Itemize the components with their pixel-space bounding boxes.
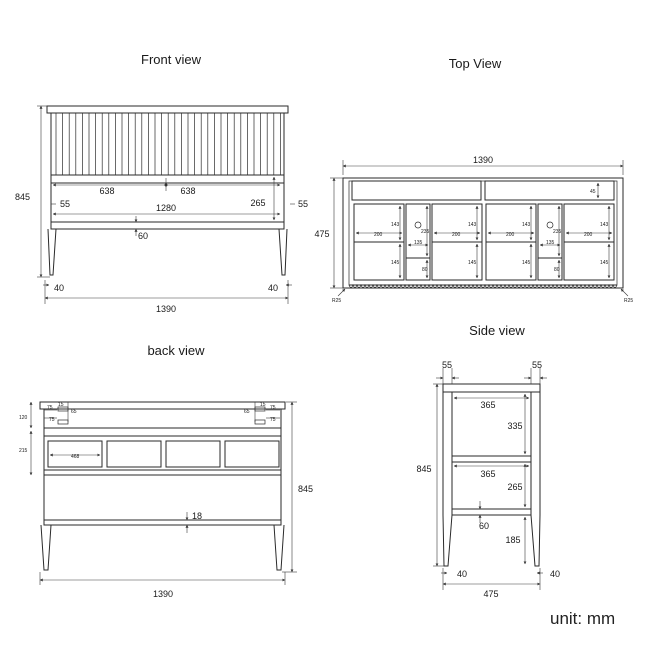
top-mid-h-1: 235: [421, 229, 430, 235]
side-foot-left-label: 40: [457, 569, 467, 579]
side-inner-top-label: 365: [480, 400, 495, 410]
side-h3-label: 185: [505, 535, 520, 545]
back-d65-1: 65: [71, 409, 77, 415]
back-d15-2: 15: [260, 402, 266, 408]
back-height-label: 845: [298, 484, 313, 494]
front-side-left-label: 55: [60, 199, 70, 209]
back-top-offset-label: 120: [19, 415, 28, 421]
front-top-slab: [46, 105, 289, 114]
side-height-label: 845: [416, 464, 431, 474]
front-half-left-label: 638: [99, 186, 114, 196]
back-top-slab: [39, 401, 286, 410]
side-view-title: Side view: [469, 323, 525, 338]
top-h-1: 143: [391, 222, 400, 228]
back-d15-1: 15: [58, 402, 64, 408]
side-h1-label: 335: [507, 421, 522, 431]
top-dim-labels: 200 200 200 200 143 145 143 145 143 145 …: [374, 222, 609, 273]
unit-label: unit: mm: [550, 609, 615, 628]
top-view: Top View 1390 45: [314, 56, 633, 304]
back-left-leg: [40, 524, 52, 571]
top-mid-w-2: 135: [546, 240, 555, 246]
top-drawer-left: [351, 180, 482, 201]
side-top-slab: [442, 383, 541, 393]
back-lower-offset-label: 215: [19, 448, 28, 454]
front-inner-width-label: 1280: [156, 203, 176, 213]
back-bottom-rail: [43, 519, 282, 526]
top-h-5: 143: [522, 222, 531, 228]
side-leg-right-label: 55: [532, 360, 542, 370]
top-radius-left-label: R25: [332, 298, 341, 304]
side-h2-label: 265: [507, 482, 522, 492]
top-h-6: 145: [522, 260, 531, 266]
front-view-title: Front view: [141, 52, 202, 67]
top-fluted-edge: [348, 284, 618, 288]
front-right-leg: [278, 228, 288, 276]
back-rail-label: 18: [192, 511, 202, 521]
front-fluted-panel: [50, 112, 285, 176]
back-hardware: [57, 406, 266, 425]
top-h-8: 145: [600, 260, 609, 266]
top-outer-slab: [342, 177, 624, 289]
front-foot-right-label: 40: [268, 283, 278, 293]
top-view-title: Top View: [449, 56, 502, 71]
top-drawer-depth-label: 45: [590, 189, 596, 195]
side-bottom-rail: [451, 508, 532, 516]
front-rail-label: 60: [138, 231, 148, 241]
back-d75-1: 75: [47, 405, 53, 411]
top-w-1: 200: [374, 232, 383, 238]
side-view: Side view 55 55 365 365 335 265 185 60: [416, 323, 560, 599]
side-inner-mid-label: 365: [480, 469, 495, 479]
back-view: back view 75: [19, 343, 313, 599]
front-left-leg: [47, 228, 57, 276]
front-foot-left-label: 40: [54, 283, 64, 293]
top-compartments: [353, 203, 615, 281]
side-foot-right-label: 40: [550, 569, 560, 579]
back-openings: [47, 440, 280, 468]
side-left-leg: [442, 514, 453, 567]
front-view: Front view 845 638 638 55 55 1280 265: [15, 52, 308, 314]
side-leg-left-label: 55: [442, 360, 452, 370]
back-d75-2: 75: [49, 417, 55, 423]
top-mid-s-1: 80: [422, 267, 428, 273]
top-cable-hole-right: [546, 221, 554, 229]
top-radius-right-label: R25: [624, 298, 633, 304]
top-mid-h-2: 235: [553, 229, 562, 235]
top-drawer-right: [484, 180, 615, 201]
top-width-label: 1390: [473, 155, 493, 165]
back-right-leg: [273, 524, 285, 571]
back-view-title: back view: [147, 343, 205, 358]
side-rail-label: 60: [479, 521, 489, 531]
side-shelf: [451, 455, 532, 463]
side-depth-label: 475: [483, 589, 498, 599]
top-h-4: 145: [468, 260, 477, 266]
top-w-3: 200: [506, 232, 515, 238]
back-width-label: 1390: [153, 589, 173, 599]
top-w-4: 200: [584, 232, 593, 238]
top-depth-label: 475: [314, 229, 329, 239]
back-d75-4: 75: [270, 417, 276, 423]
top-w-2: 200: [452, 232, 461, 238]
front-bottom-rail: [50, 221, 285, 230]
side-right-leg: [530, 514, 541, 567]
top-mid-w-1: 135: [414, 240, 423, 246]
front-panel-height-label: 265: [250, 198, 265, 208]
top-mid-s-2: 80: [554, 267, 560, 273]
front-half-right-label: 638: [180, 186, 195, 196]
front-side-right-label: 55: [298, 199, 308, 209]
front-flutes: [55, 113, 281, 175]
top-cable-hole-left: [414, 221, 422, 229]
front-height-label: 845: [15, 192, 30, 202]
back-d65-2: 65: [244, 409, 250, 415]
back-opening-width-label: 468: [71, 454, 80, 460]
top-h-7: 143: [600, 222, 609, 228]
front-total-width-label: 1390: [156, 304, 176, 314]
top-h-2: 145: [391, 260, 400, 266]
top-h-3: 143: [468, 222, 477, 228]
back-d75-3: 75: [270, 405, 276, 411]
